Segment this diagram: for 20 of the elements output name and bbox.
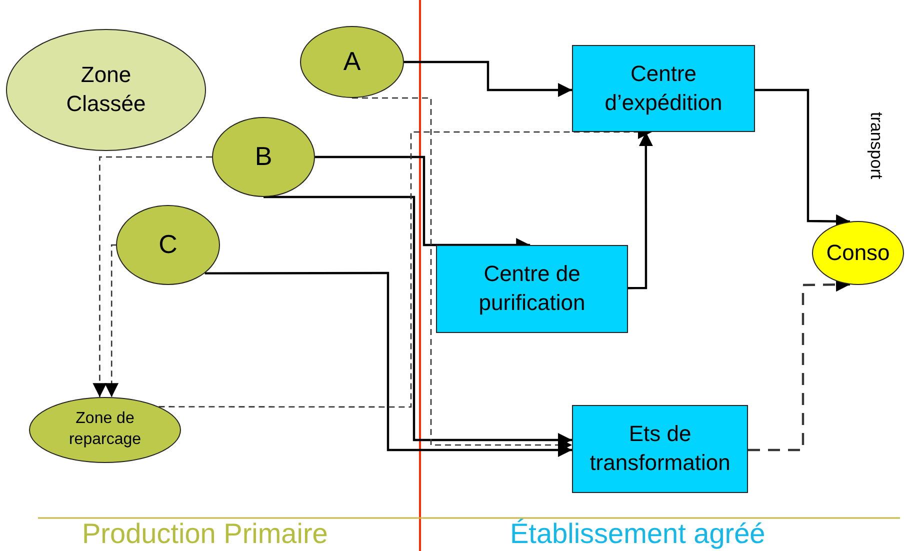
node-label: Zone Classée (65, 61, 147, 118)
node-label: Ets de transformation (588, 420, 732, 477)
arrow (628, 132, 653, 290)
process-box (572, 405, 748, 493)
node-label: Zone de reparcage (68, 409, 142, 450)
arrow (404, 60, 572, 97)
node-label: C (158, 228, 178, 262)
node-label: Conso (826, 238, 890, 267)
process-box (572, 45, 755, 132)
arrow (204, 272, 572, 457)
node-label: A (343, 45, 361, 78)
arrow (92, 156, 212, 398)
section-label: Établissement agréé (510, 518, 766, 550)
section-label: Production Primaire (82, 518, 328, 550)
node-label: Centre d’expédition (604, 60, 724, 117)
node-label: Centre de purification (478, 260, 586, 317)
process-box (436, 245, 628, 333)
side-label: transport (866, 112, 886, 180)
arrow (104, 244, 119, 398)
node-label: B (254, 140, 272, 174)
